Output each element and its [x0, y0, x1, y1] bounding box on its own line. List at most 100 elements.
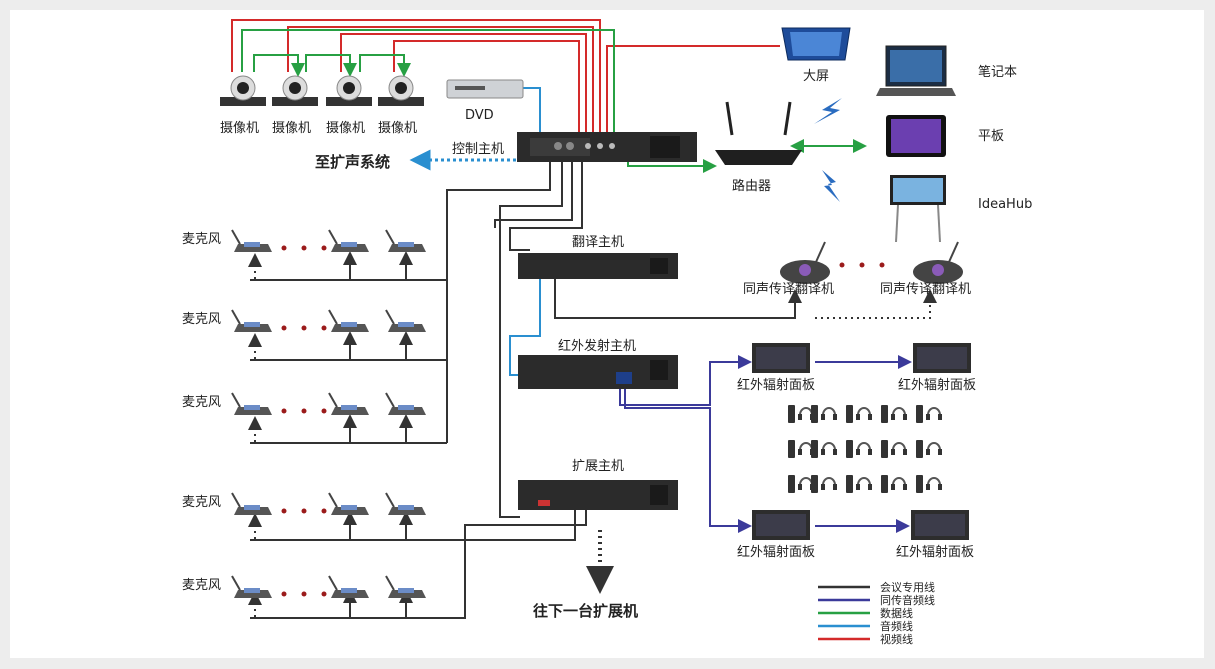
video-lines	[231, 19, 780, 138]
ir-receiver-icon	[916, 405, 942, 423]
laptop: 笔记本	[876, 45, 1017, 96]
conference-system-diagram: 摄像机 摄像机 摄像机 摄像机 DVD 控制主机 至扩声系统 大屏 路由器	[182, 19, 1032, 646]
continuation-dot	[281, 325, 287, 331]
interpreter-label: 同声传译翻译机	[743, 282, 834, 297]
microphone-icon	[231, 309, 272, 332]
expansion-host: 扩展主机	[518, 459, 678, 510]
microphone-icon	[385, 392, 426, 415]
camera-label: 摄像机	[326, 121, 365, 136]
continuation-dot	[301, 591, 307, 597]
ir-panel: 红外辐射面板	[898, 343, 976, 393]
legend-label: 会议专用线	[880, 580, 935, 594]
meeting-lines	[250, 162, 937, 619]
ir-receiver-icon	[788, 475, 814, 493]
continuation-dot	[281, 508, 287, 514]
continuation-dot	[301, 325, 307, 331]
control-host-label: 控制主机	[452, 142, 504, 157]
microphone-row: 麦克风	[182, 492, 426, 515]
continuation-dot	[321, 325, 327, 331]
camera-icon	[378, 75, 424, 106]
legend-item: 会议专用线	[818, 580, 935, 594]
ir-host: 红外发射主机	[518, 338, 678, 389]
microphone-row: 麦克风	[182, 392, 426, 415]
translation-host: 翻译主机	[518, 235, 678, 279]
microphone-icon	[328, 492, 369, 515]
camera-label: 摄像机	[220, 121, 259, 136]
legend-label: 同传音频线	[880, 593, 935, 607]
microphone-row: 麦克风	[182, 575, 426, 598]
continuation-dot	[281, 591, 287, 597]
microphone-label: 麦克风	[182, 395, 221, 410]
continuation-dot	[321, 508, 327, 514]
next-expansion-label: 往下一台扩展机	[533, 602, 638, 620]
legend-item: 音频线	[818, 619, 913, 633]
interp-lines	[619, 355, 912, 533]
microphone-label: 麦克风	[182, 495, 221, 510]
diagram-frame: 摄像机 摄像机 摄像机 摄像机 DVD 控制主机 至扩声系统 大屏 路由器	[10, 10, 1204, 658]
ir-receiver-icon	[811, 405, 837, 423]
camera-label: 摄像机	[272, 121, 311, 136]
dotted-lines	[248, 253, 614, 619]
continuation-dot	[321, 245, 327, 251]
expansion-host-label: 扩展主机	[572, 459, 624, 474]
microphone-icon	[328, 392, 369, 415]
camera-icon	[326, 75, 372, 106]
ir-receiver-icon	[811, 475, 837, 493]
dvd-label: DVD	[465, 108, 494, 123]
microphone-row: 麦克风	[182, 309, 426, 332]
ir-receiver-icon	[916, 440, 942, 458]
ir-receiver-icon	[881, 475, 907, 493]
microphone-label: 麦克风	[182, 578, 221, 593]
ir-panel: 红外辐射面板	[896, 510, 974, 560]
continuation-dot	[281, 245, 287, 251]
ir-panel-label: 红外辐射面板	[737, 544, 815, 560]
tablet-label: 平板	[978, 129, 1004, 144]
interpreter-unit: 同声传译翻译机	[880, 241, 971, 297]
router: 路由器	[715, 101, 802, 194]
control-host: 控制主机	[452, 132, 697, 162]
camera-group: 摄像机 摄像机 摄像机 摄像机	[220, 75, 424, 136]
microphone-icon	[231, 392, 272, 415]
camera-icon	[220, 75, 266, 106]
microphone-label: 麦克风	[182, 312, 221, 327]
big-screen: 大屏	[781, 27, 851, 84]
interpreter-label: 同声传译翻译机	[880, 282, 971, 297]
wireless-icon	[814, 98, 842, 124]
legend-item: 同传音频线	[818, 593, 935, 607]
ir-receiver-icon	[788, 440, 814, 458]
ir-receiver-grid	[788, 405, 942, 493]
microphone-icon	[385, 575, 426, 598]
ir-receiver-icon	[811, 440, 837, 458]
microphone-icon	[385, 492, 426, 515]
camera-label: 摄像机	[378, 121, 417, 136]
ir-panel-label: 红外辐射面板	[898, 377, 976, 393]
legend-label: 音频线	[880, 619, 913, 633]
ir-host-label: 红外发射主机	[558, 338, 636, 354]
pa-system-label: 至扩声系统	[315, 153, 390, 171]
legend-label: 数据线	[880, 606, 913, 620]
continuation-dot	[301, 408, 307, 414]
legend-label: 视频线	[880, 632, 913, 646]
interpreter-unit: 同声传译翻译机	[743, 241, 834, 297]
dvd-player: DVD	[446, 79, 524, 123]
ir-receiver-icon	[846, 405, 872, 423]
ideahub: IdeaHub	[890, 175, 1032, 243]
continuation-dot	[301, 508, 307, 514]
interpreter-dots	[839, 262, 885, 268]
continuation-dot	[301, 245, 307, 251]
ir-receiver-icon	[846, 475, 872, 493]
microphone-icon	[231, 229, 272, 252]
tablet: 平板	[886, 115, 1004, 157]
ir-panel: 红外辐射面板	[737, 510, 815, 560]
microphone-label: 麦克风	[182, 232, 221, 247]
camera-icon	[272, 75, 318, 106]
continuation-dot	[281, 408, 287, 414]
microphone-icon	[328, 575, 369, 598]
laptop-label: 笔记本	[978, 64, 1017, 80]
ir-panel-label: 红外辐射面板	[896, 544, 974, 560]
legend-item: 视频线	[818, 632, 913, 646]
microphone-icon	[328, 229, 369, 252]
microphone-icon	[231, 575, 272, 598]
big-screen-label: 大屏	[803, 69, 829, 84]
